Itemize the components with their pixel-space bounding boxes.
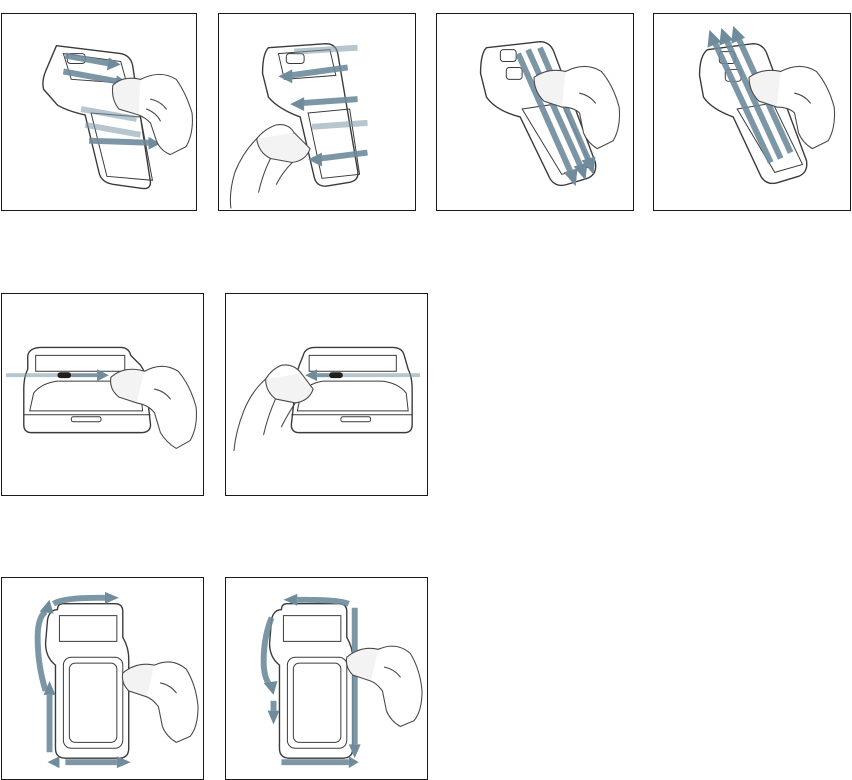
hand-with-cloth xyxy=(346,646,422,726)
cleaning-step-top-wipe-right xyxy=(1,293,204,496)
cleaning-step-wipe-down xyxy=(436,13,634,211)
hand-with-cloth xyxy=(122,662,198,742)
terminal-wipe-illustration xyxy=(2,14,196,210)
card-slot xyxy=(57,372,71,378)
cleaning-step-wipe-left xyxy=(218,13,416,211)
hand-with-cloth xyxy=(230,125,310,208)
terminal-wipe-illustration xyxy=(2,578,203,779)
terminal-wipe-illustration xyxy=(654,14,850,210)
terminal-wipe-illustration xyxy=(226,294,427,495)
payment-terminal xyxy=(46,604,129,758)
cleaning-step-wipe-up xyxy=(653,13,851,211)
cleaning-step-perimeter-counterclockwise xyxy=(225,577,428,780)
terminal-wipe-illustration xyxy=(226,578,427,779)
terminal-wipe-illustration xyxy=(2,294,203,495)
cleaning-step-perimeter-clockwise xyxy=(1,577,204,780)
cleaning-step-wipe-right xyxy=(1,13,197,211)
terminal-wipe-illustration xyxy=(437,14,633,210)
payment-terminal xyxy=(270,604,353,758)
card-slot xyxy=(329,372,343,378)
cleaning-step-top-wipe-left xyxy=(225,293,428,496)
terminal-wipe-illustration xyxy=(219,14,415,210)
